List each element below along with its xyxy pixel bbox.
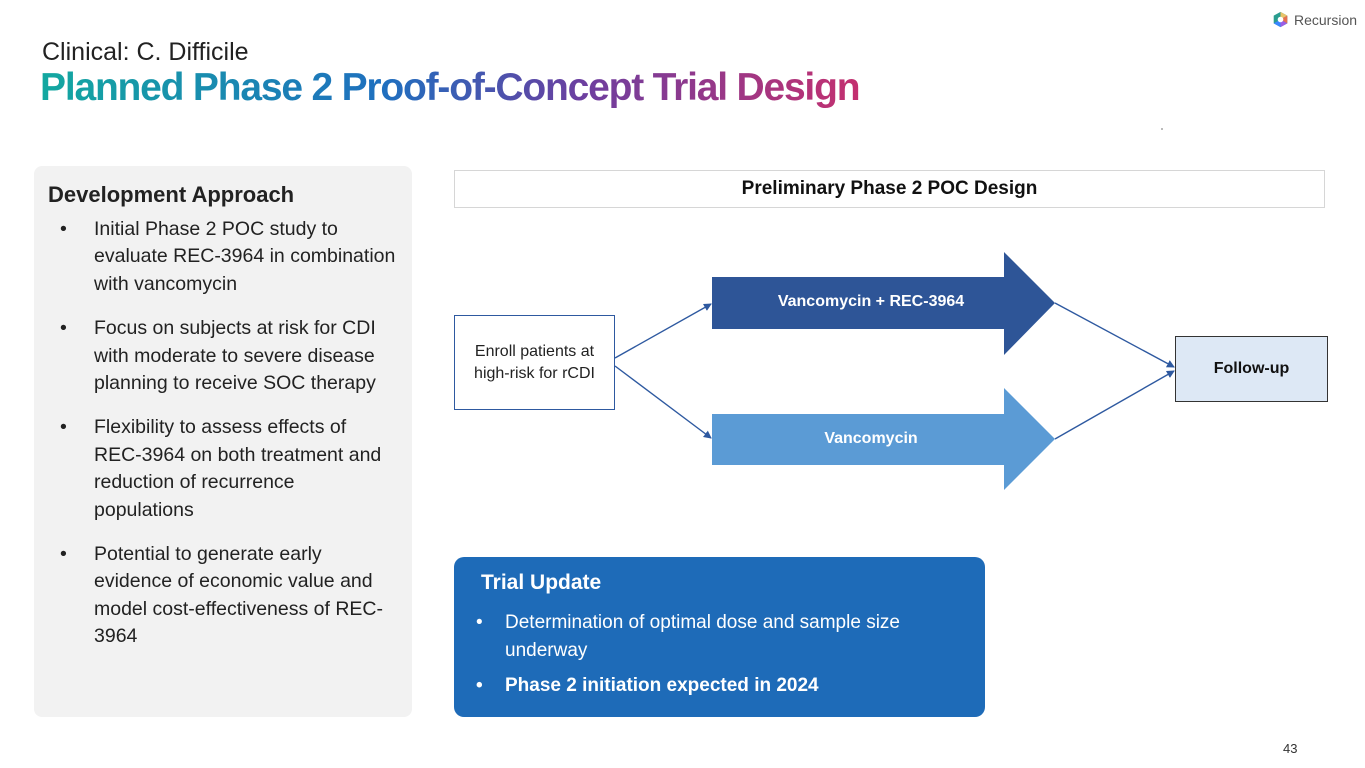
trial-update-heading: Trial Update <box>481 571 602 594</box>
connector-arm2-to-followup <box>1054 370 1175 440</box>
connector-enroll-to-arm1 <box>614 303 712 359</box>
arm-label-vancomycin: Vancomycin <box>824 430 918 447</box>
slide-subtitle: Clinical: C. Difficile <box>42 38 249 66</box>
trial-update-panel: Trial Update Determination of optimal do… <box>454 557 985 717</box>
decorative-dot <box>1161 128 1163 130</box>
development-approach-list: Initial Phase 2 POC study to evaluate RE… <box>48 216 398 651</box>
approach-bullet: Potential to generate early evidence of … <box>48 541 398 651</box>
approach-bullet: Flexibility to assess effects of REC-396… <box>48 414 398 524</box>
poc-design-header: Preliminary Phase 2 POC Design <box>454 170 1325 208</box>
connector-arm1-to-followup <box>1054 302 1175 368</box>
page-number: 43 <box>1283 741 1298 756</box>
development-approach-heading: Development Approach <box>48 182 295 207</box>
connector-enroll-to-arm2 <box>614 365 712 439</box>
update-bullet: Phase 2 initiation expected in 2024 <box>476 672 963 700</box>
arm-arrow-vancomycin-rec3964 <box>712 252 1055 355</box>
development-approach-panel: Development Approach Initial Phase 2 POC… <box>34 166 412 717</box>
arm-arrow-vancomycin <box>712 388 1055 490</box>
brand-name: Recursion <box>1294 11 1358 28</box>
follow-up-box: Follow-up <box>1175 336 1328 402</box>
recursion-logo: Recursion <box>1272 11 1357 28</box>
approach-bullet: Focus on subjects at risk for CDI with m… <box>48 315 398 397</box>
trial-update-list: Determination of optimal dose and sample… <box>476 609 963 700</box>
recursion-logo-icon <box>1273 11 1288 28</box>
update-bullet: Determination of optimal dose and sample… <box>476 609 963 664</box>
slide-title: Planned Phase 2 Proof-of-Concept Trial D… <box>40 66 861 109</box>
approach-bullet: Initial Phase 2 POC study to evaluate RE… <box>48 216 398 298</box>
arm-label-vancomycin-rec3964: Vancomycin + REC-3964 <box>777 293 965 310</box>
enroll-patients-box: Enroll patients at high-risk for rCDI <box>454 315 615 410</box>
